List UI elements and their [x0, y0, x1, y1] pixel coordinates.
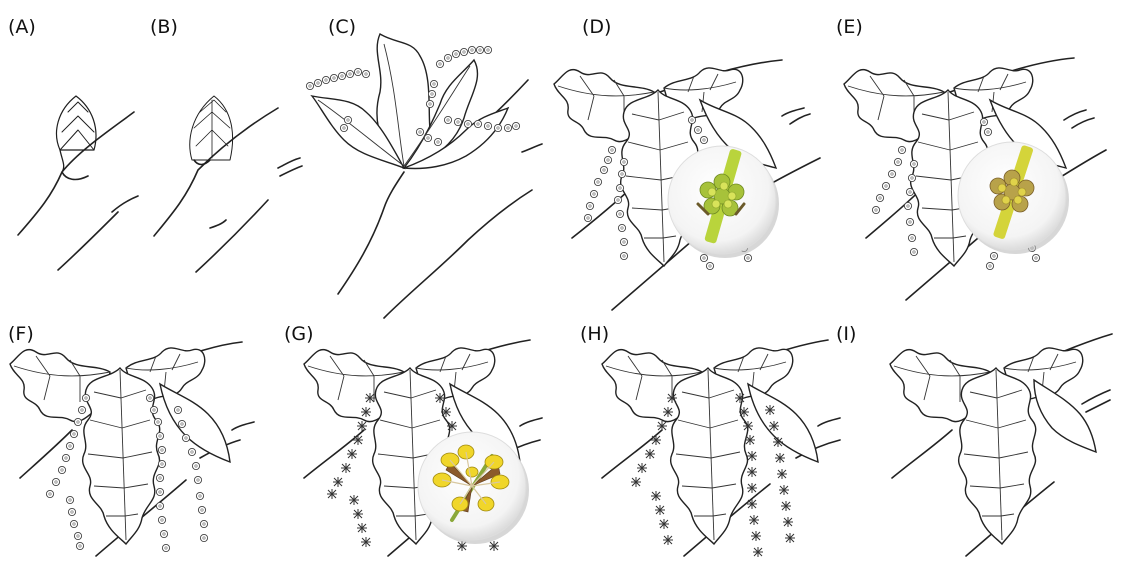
panel-c-budburst-illustration	[306, 34, 542, 318]
panel-i-leaves-only-illustration	[890, 334, 1112, 556]
panel-b-bud-illustration	[154, 96, 302, 272]
panel-e-catkins-illustration	[844, 58, 1106, 300]
panel-h-postanthesis-illustration	[602, 340, 840, 557]
panel-a-bud-illustration	[18, 96, 138, 270]
panel-d-catkins-illustration	[554, 60, 820, 310]
panel-f-catkins-illustration	[10, 342, 254, 556]
panel-g-anthesis-illustration	[304, 340, 542, 556]
